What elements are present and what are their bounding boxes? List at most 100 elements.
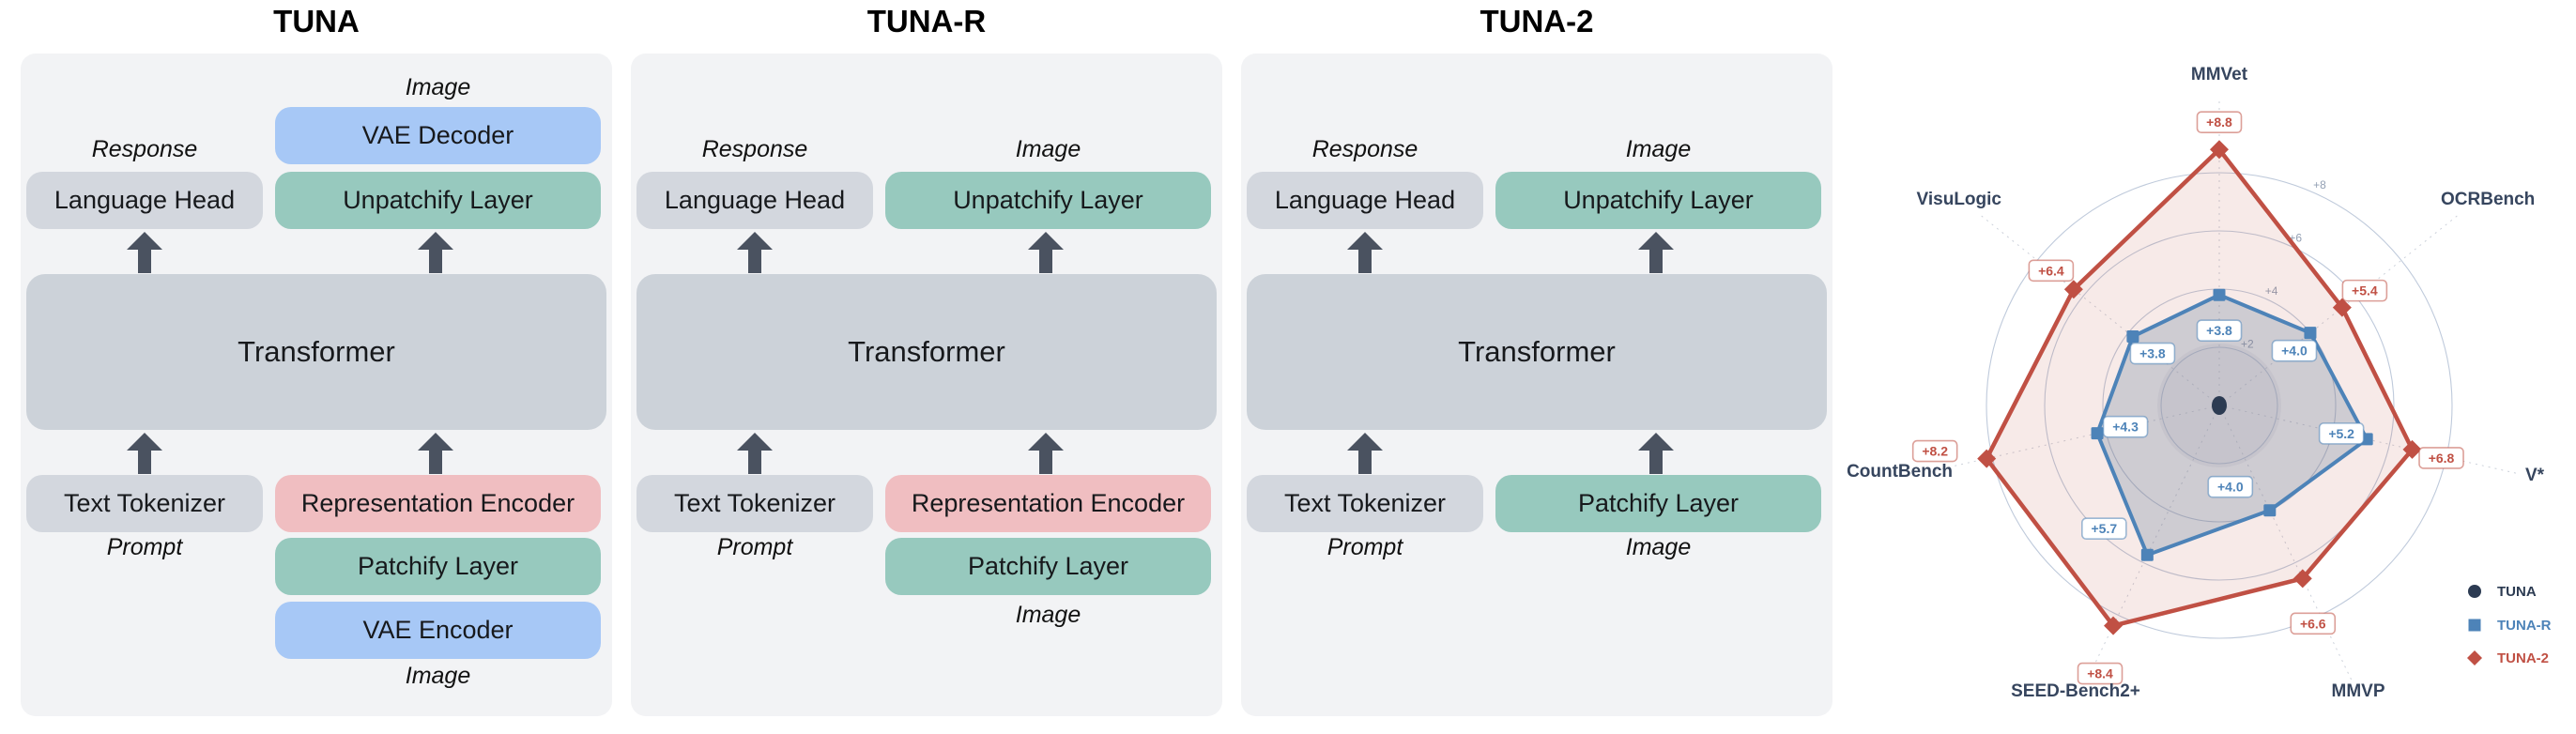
prompt-input-label: Prompt xyxy=(1326,534,1403,560)
value-label: +8.2 xyxy=(1922,444,1948,459)
transformer-box: Transformer xyxy=(1247,274,1827,430)
value-label-box xyxy=(2196,319,2243,343)
value-label-box xyxy=(2271,339,2318,362)
radar-axis-spoke xyxy=(2086,405,2220,681)
value-label: +6.8 xyxy=(2429,451,2455,466)
value-label-box xyxy=(2418,447,2464,469)
radar-marker-square xyxy=(2213,288,2226,301)
patchify-layer-box: Patchify Layer xyxy=(275,538,601,595)
text-tokenizer-box: Text Tokenizer xyxy=(26,475,263,532)
radar-axis-spoke xyxy=(2218,405,2353,681)
radar-marker-center-dot xyxy=(2212,396,2227,415)
radar-axis-label: SEED-Bench2+ xyxy=(2011,681,2140,701)
legend-item-tuna-2: TUNA-2 xyxy=(2497,650,2549,666)
radar-marker-square xyxy=(2140,548,2154,561)
value-label: +4.0 xyxy=(2217,480,2244,495)
up-arrow-icon xyxy=(127,232,162,273)
unpatchify-layer-box: Unpatchify Layer xyxy=(1495,172,1821,229)
image-output-label: Image xyxy=(405,74,471,100)
radar-ring-tick-label: +8 xyxy=(2313,178,2326,191)
radar-marker-square xyxy=(2304,327,2317,340)
radar-axis-label: MMVP xyxy=(2332,681,2385,701)
value-label-box xyxy=(2081,517,2127,541)
response-output-label: Response xyxy=(91,136,198,162)
value-label-box xyxy=(2077,662,2124,685)
radar-grid-ring xyxy=(1986,172,2453,639)
panel-title-tuna-2: TUNA-2 xyxy=(1480,4,1594,38)
response-output-label: Response xyxy=(701,136,808,162)
text-tokenizer-box: Text Tokenizer xyxy=(1247,475,1483,532)
architecture-panel-tuna: Image VAE Decoder Response Language Head… xyxy=(21,54,612,716)
value-label: +8.8 xyxy=(2206,115,2232,130)
radar-marker-diamond xyxy=(2292,569,2312,589)
radar-marker-diamond xyxy=(2332,298,2352,317)
up-arrow-icon xyxy=(1028,433,1064,474)
unpatchify-layer-box: Unpatchify Layer xyxy=(275,172,601,229)
radar-polygon-tuna-2 xyxy=(1984,146,2415,628)
image-input-label: Image xyxy=(405,663,471,689)
value-label: +5.7 xyxy=(2092,521,2118,536)
language-head-box: Language Head xyxy=(26,172,263,229)
value-label: +8.4 xyxy=(2087,666,2113,681)
radar-axis-spoke xyxy=(1921,405,2220,474)
up-arrow-icon xyxy=(1347,232,1383,273)
up-arrow-icon xyxy=(1638,232,1674,273)
radar-marker-diamond xyxy=(2402,439,2422,459)
image-input-label: Image xyxy=(1015,602,1081,628)
image-output-label: Image xyxy=(1015,136,1081,162)
up-arrow-icon xyxy=(737,433,773,474)
legend-marker-square xyxy=(2468,619,2481,632)
up-arrow-icon xyxy=(1638,433,1674,474)
architecture-panel-tuna-2: Response Image Language Head Unpatchify … xyxy=(1241,54,1832,716)
radar-axis-spoke xyxy=(1980,214,2220,406)
radar-marker-diamond xyxy=(2063,280,2083,299)
unpatchify-layer-box: Unpatchify Layer xyxy=(885,172,1211,229)
legend-marker-diamond xyxy=(2467,650,2482,665)
value-label: +3.8 xyxy=(2206,323,2232,338)
vae-encoder-box: VAE Encoder xyxy=(275,602,601,659)
up-arrow-icon xyxy=(418,433,453,474)
radar-axis-label: V* xyxy=(2525,466,2545,485)
radar-ring-tick-label: +2 xyxy=(2241,337,2254,350)
value-label-box xyxy=(2129,342,2176,365)
up-arrow-icon xyxy=(127,433,162,474)
radar-axis-label: CountBench xyxy=(1847,462,1953,482)
text-tokenizer-box: Text Tokenizer xyxy=(636,475,873,532)
radar-grid-ring xyxy=(2044,230,2395,581)
panel-title-tuna: TUNA xyxy=(273,4,360,38)
radar-marker-square xyxy=(2263,504,2277,517)
radar-grid-ring xyxy=(2160,346,2278,465)
radar-chart: +2+4+6+8+8.8+5.4+6.8+6.6+8.4+8.2+6.4+3.8… xyxy=(1847,65,2552,701)
architecture-panel-tuna-r: Response Image Language Head Unpatchify … xyxy=(631,54,1222,716)
vae-decoder-box: VAE Decoder xyxy=(275,107,601,164)
language-head-box: Language Head xyxy=(1247,172,1483,229)
image-input-label: Image xyxy=(1625,534,1692,560)
value-label-box xyxy=(2196,111,2243,133)
up-arrow-icon xyxy=(1347,433,1383,474)
representation-encoder-box: Representation Encoder xyxy=(885,475,1211,532)
radar-axis-label: VisuLogic xyxy=(1917,190,2002,209)
radar-axis-label: OCRBench xyxy=(2441,190,2535,209)
value-label-box xyxy=(2102,415,2149,438)
value-label-box xyxy=(2318,422,2365,445)
prompt-input-label: Prompt xyxy=(106,534,183,560)
value-label: +3.8 xyxy=(2139,346,2166,361)
value-label: +5.4 xyxy=(2352,283,2378,298)
radar-marker-diamond xyxy=(2104,616,2124,635)
radar-marker-diamond xyxy=(2210,140,2229,160)
value-label-box xyxy=(2290,612,2337,635)
language-head-box: Language Head xyxy=(636,172,873,229)
radar-axis-label: MMVet xyxy=(2191,65,2248,84)
value-label: +6.4 xyxy=(2038,263,2064,278)
value-label: +6.6 xyxy=(2300,616,2326,631)
representation-encoder-box: Representation Encoder xyxy=(275,475,601,532)
value-label-box xyxy=(2207,475,2254,498)
value-label-box xyxy=(1911,439,1958,463)
value-label-box xyxy=(2028,259,2075,283)
up-arrow-icon xyxy=(737,232,773,273)
value-label: +4.3 xyxy=(2112,420,2139,435)
patchify-layer-box: Patchify Layer xyxy=(1495,475,1821,532)
radar-marker-square xyxy=(2126,330,2139,344)
panel-title-tuna-r: TUNA-R xyxy=(866,4,987,38)
